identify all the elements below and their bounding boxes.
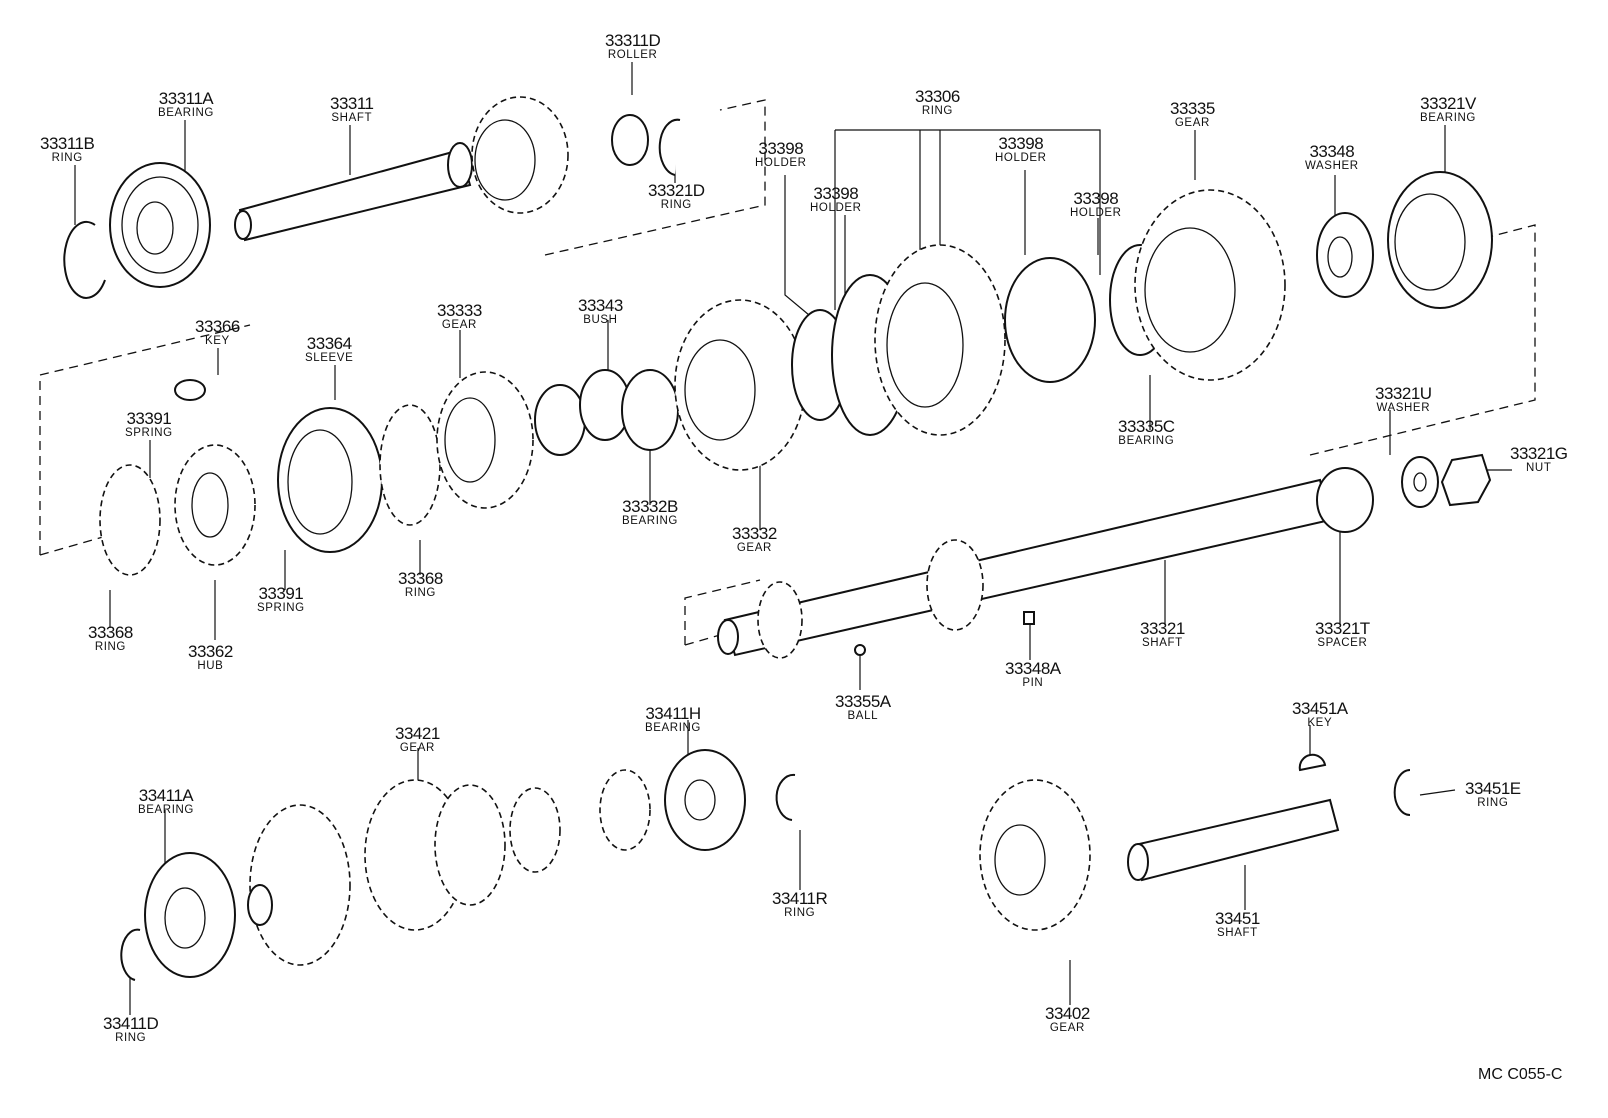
diagram-code: MC C055-C xyxy=(1478,1066,1563,1083)
dashed-guide-lines xyxy=(39,99,1536,646)
output-shaft-assembly xyxy=(717,453,1492,659)
main-gear-assembly xyxy=(99,171,1493,576)
leader-lines xyxy=(74,62,1512,1015)
counter-gear-assembly xyxy=(120,749,1411,981)
input-shaft-assembly xyxy=(63,96,681,299)
